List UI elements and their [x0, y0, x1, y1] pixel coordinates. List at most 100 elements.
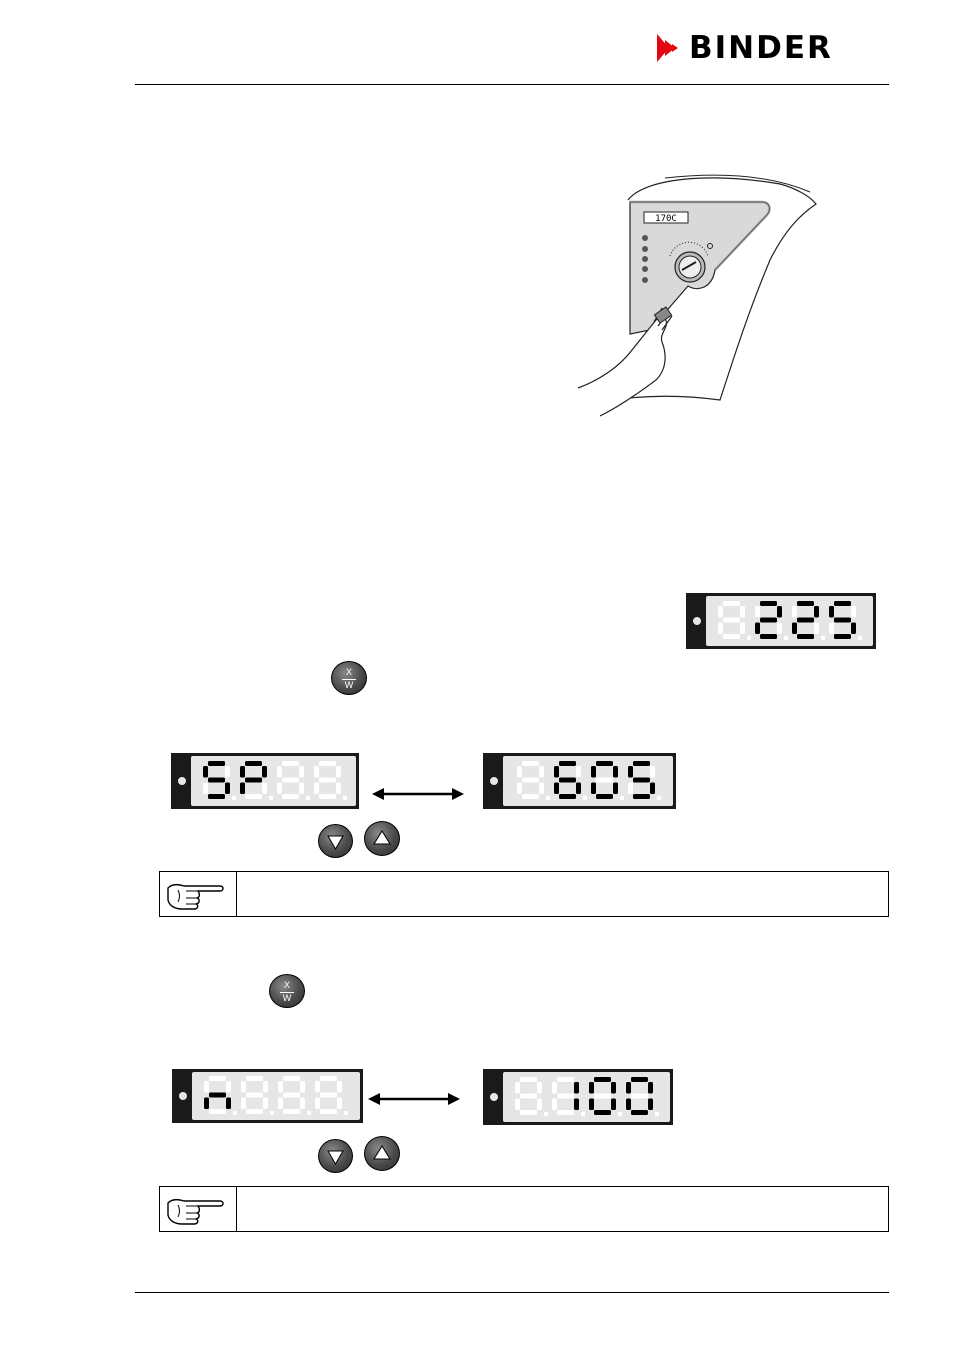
- lcd-segment-e: [314, 782, 319, 794]
- lcd-decimal-point: [655, 1112, 659, 1116]
- lcd-segment-a: [631, 1077, 648, 1082]
- lcd-setpoint-label: [171, 753, 359, 809]
- header-rule: [135, 84, 889, 85]
- lcd-segment-c: [262, 782, 267, 794]
- lcd-segment-b: [337, 1081, 342, 1093]
- lcd-segment-g: [559, 777, 576, 783]
- lcd-segment-a: [246, 1076, 263, 1081]
- up-button[interactable]: [364, 1136, 400, 1171]
- xw-button-next[interactable]: X W: [269, 974, 305, 1008]
- lcd-segment-f: [241, 1081, 246, 1093]
- lcd-decimal-point: [546, 796, 550, 800]
- lcd-second-label: [172, 1069, 363, 1123]
- lcd-segment-c: [539, 782, 544, 794]
- lcd-segment-c: [648, 1098, 653, 1110]
- lcd-segment-c: [851, 622, 856, 634]
- lcd-segment-e: [277, 782, 282, 794]
- lcd-decimal-point: [620, 796, 624, 800]
- up-arrow-icon: [373, 1145, 391, 1160]
- lcd-segment-c: [537, 1098, 542, 1110]
- xw-button-bottom-label: W: [282, 993, 292, 1003]
- lcd-segment-c: [576, 782, 581, 794]
- lcd-segment-d: [557, 1110, 574, 1115]
- lcd-segment-g: [797, 617, 814, 623]
- lcd-actual-value-digits: [718, 601, 862, 640]
- lcd-segment-b: [650, 766, 655, 778]
- lcd-segment-g: [319, 777, 336, 783]
- lcd-segment-a: [319, 761, 336, 766]
- lcd-segment-e: [241, 1097, 246, 1109]
- lcd-segment-d: [208, 794, 225, 799]
- lcd-segment-g: [282, 777, 299, 783]
- lcd-segment-a: [245, 761, 262, 766]
- lcd-second-label-digits: [204, 1076, 348, 1115]
- lcd-decimal-point: [821, 636, 825, 640]
- lcd-segment-a: [834, 601, 851, 606]
- down-button[interactable]: [318, 824, 353, 858]
- lcd-segment-b: [851, 606, 856, 618]
- binder-logo-mark-icon: [657, 34, 678, 62]
- lcd-segment-g: [320, 1092, 337, 1098]
- lcd-segment-d: [282, 794, 299, 799]
- lcd-segment-g: [246, 1092, 263, 1098]
- lcd-setpoint-value: [483, 753, 676, 809]
- lcd-segment-a: [797, 601, 814, 606]
- lcd-segment-g: [283, 1092, 300, 1098]
- up-button[interactable]: [364, 821, 400, 856]
- lcd-decimal-point: [343, 796, 347, 800]
- lcd-segment-c: [299, 782, 304, 794]
- lcd-segment-f: [314, 766, 319, 778]
- pointing-hand-icon: [167, 883, 224, 910]
- lcd-segment-a: [522, 761, 539, 766]
- footer-rule: [135, 1292, 889, 1293]
- lcd-segment-g: [594, 1093, 611, 1099]
- lcd-segment-d: [797, 634, 814, 639]
- lcd-segment-c: [263, 1097, 268, 1109]
- lcd-segment-d: [596, 794, 613, 799]
- lcd-segment-b: [574, 1082, 579, 1094]
- lcd-setpoint-label-digits: [203, 761, 347, 800]
- double-arrow-icon: [368, 1093, 460, 1105]
- lcd-segment-g: [723, 617, 740, 623]
- lcd-segment-e: [515, 1098, 520, 1110]
- lcd-segment-d: [559, 794, 576, 799]
- lcd-segment-d: [594, 1110, 611, 1115]
- lcd-segment-e: [240, 782, 245, 794]
- pointing-hand-icon: [167, 1198, 224, 1225]
- lcd-segment-g: [834, 617, 851, 623]
- lcd-segment-b: [740, 606, 745, 618]
- down-arrow-icon: [327, 1150, 344, 1166]
- lcd-decimal-point: [784, 636, 788, 640]
- lcd-segment-e: [204, 1097, 209, 1109]
- lcd-segment-e: [792, 622, 797, 634]
- note-box-1: [159, 871, 889, 917]
- down-button[interactable]: [318, 1139, 353, 1173]
- lcd-segment-b: [262, 766, 267, 778]
- lcd-second-value-digits: [515, 1077, 659, 1116]
- lcd-second-value: [483, 1069, 673, 1125]
- lcd-segment-d: [723, 634, 740, 639]
- xw-button-setpoint[interactable]: X W: [331, 661, 367, 695]
- lcd-segment-c: [613, 782, 618, 794]
- lcd-decimal-point: [270, 1111, 274, 1115]
- lcd-segment-d: [319, 794, 336, 799]
- lcd-segment-f: [278, 1081, 283, 1093]
- lcd-segment-b: [648, 1082, 653, 1094]
- lcd-segment-g: [245, 777, 262, 783]
- lcd-decimal-point: [747, 636, 751, 640]
- lcd-segment-f: [755, 606, 760, 618]
- lcd-segment-d: [246, 1109, 263, 1114]
- lcd-segment-a: [596, 761, 613, 766]
- lcd-segment-f: [829, 606, 834, 618]
- lcd-decimal-point: [583, 796, 587, 800]
- lcd-segment-f: [315, 1081, 320, 1093]
- lcd-decimal-point: [232, 796, 236, 800]
- lcd-segment-f: [552, 1082, 557, 1094]
- lcd-segment-c: [611, 1098, 616, 1110]
- lcd-segment-e: [718, 622, 723, 634]
- lcd-segment-b: [300, 1081, 305, 1093]
- lcd-segment-b: [226, 1081, 231, 1093]
- lcd-segment-e: [203, 782, 208, 794]
- lcd-segment-b: [537, 1082, 542, 1094]
- lcd-segment-c: [777, 622, 782, 634]
